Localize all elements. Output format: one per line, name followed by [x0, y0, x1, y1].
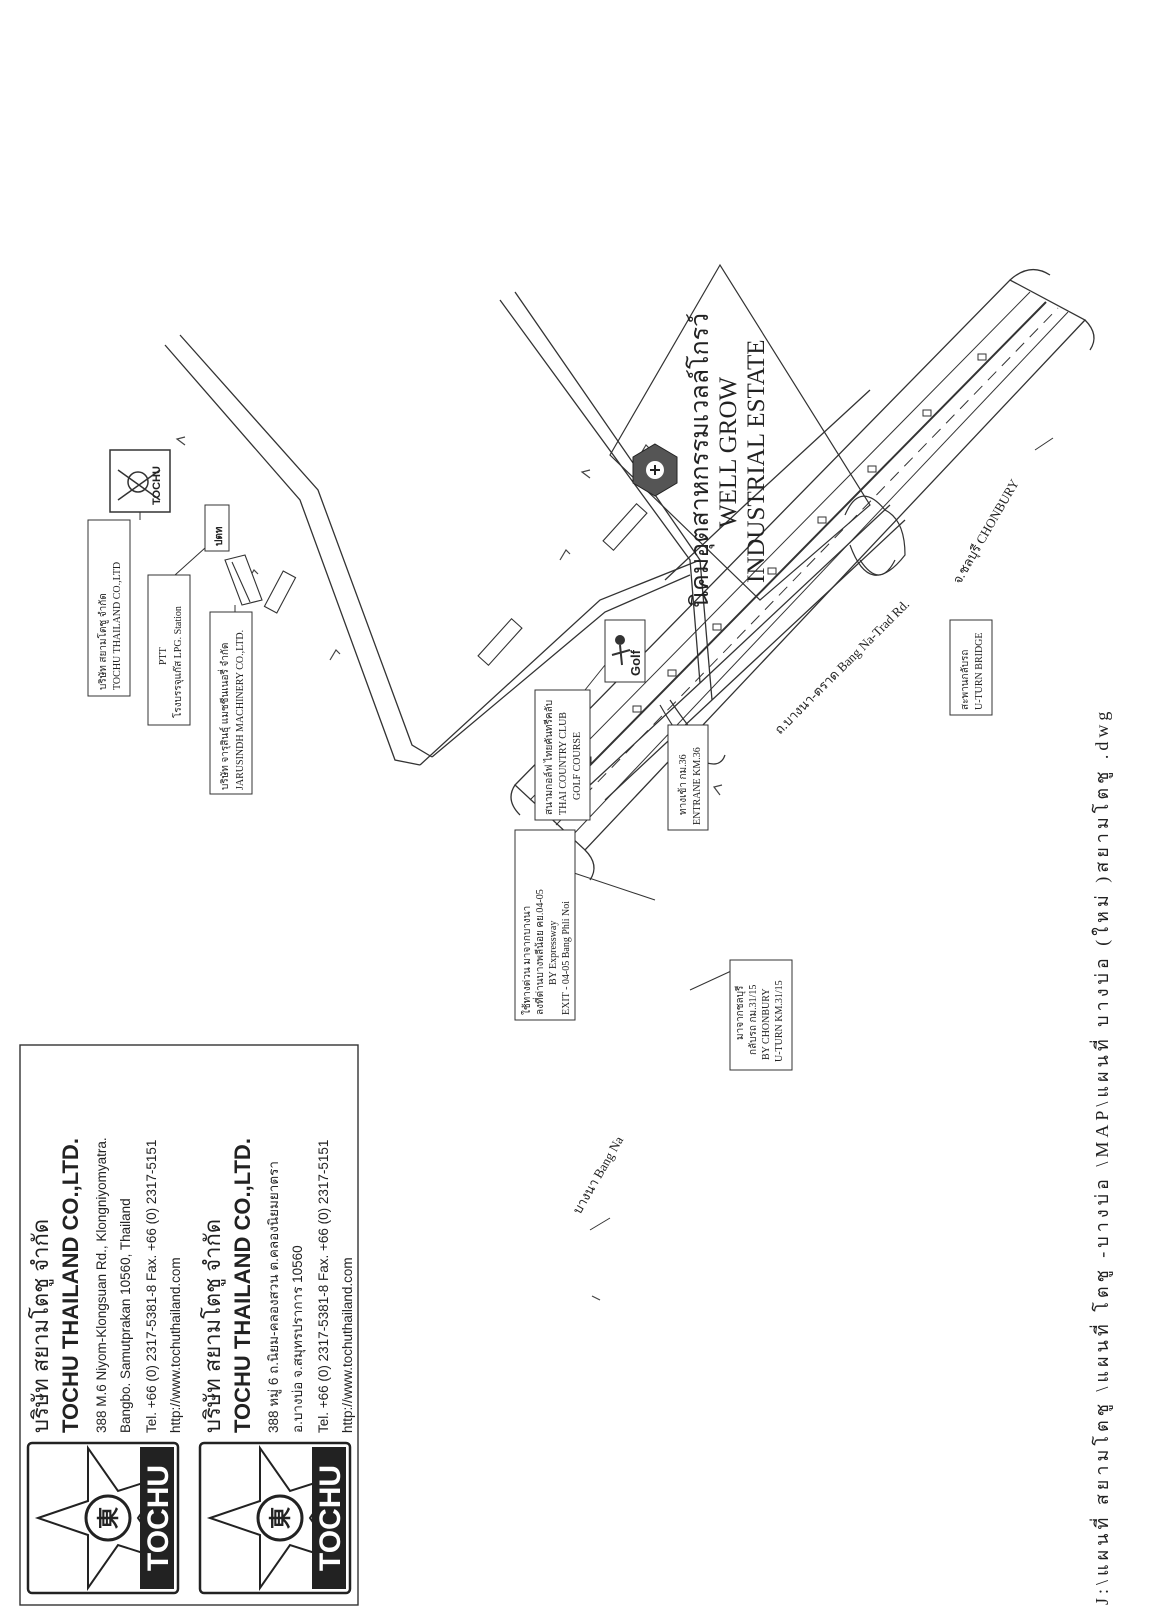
business-cards: 東 TOCHU บริษัท สยามโตชู จำกัด TOCHU THAI…: [19, 1044, 359, 1606]
ptt-station-marker: ปตท: [204, 504, 230, 552]
company-thai-name: บริษัท สยามโตชู จำกัด: [28, 1219, 54, 1433]
golf-thai-label: สนามกอล์ฟ ไทยคันทรีคลับ: [543, 700, 555, 815]
tochu-badge: TOCHU: [151, 466, 163, 505]
phone-fax: Tel. +66 (0) 2317-5381-8 Fax. +66 (0) 23…: [316, 1140, 331, 1433]
tochu-factory-marker: TOCHU: [109, 449, 171, 513]
business-card: 東 TOCHU บริษัท สยามโตชู จำกัด TOCHU THAI…: [26, 1137, 183, 1595]
golf-label-box: [534, 689, 591, 821]
to-chonbury-arrow-icon: [1034, 437, 1054, 451]
expressway-thai-label: ลงที่ด่านบางพลีน้อย คย.04-05: [532, 889, 546, 1015]
logo-text: TOCHU: [314, 1465, 347, 1571]
to-bangna-arrow-icon: [589, 1217, 611, 1231]
road-bridges: [263, 502, 648, 667]
phone-fax: Tel. +66 (0) 2317-5381-8 Fax. +66 (0) 23…: [144, 1140, 159, 1433]
tochu-logo: 東 TOCHU: [26, 1441, 180, 1595]
expressway-thai-label: ใช้ทางด่วน มาจากบางนา: [521, 906, 533, 1015]
website: http://www.tochuthailand.com: [168, 1257, 183, 1433]
u-turn-bridge-ramp: [844, 495, 906, 576]
bang-na-label: บางนา Bang Na: [570, 1133, 627, 1216]
estate-thai-name: นิคมอุตสาหกรรมเวลล์โกรว์: [685, 313, 715, 608]
golf-badge: Golf: [628, 649, 643, 676]
estate-name: WELL GROW: [715, 376, 742, 528]
local-roads: [164, 291, 906, 801]
tochu-logo: 東 TOCHU: [198, 1441, 352, 1595]
jarusindh-thai-label: บริษัท จารุสินธุ์ แมชชีนเนอรี่ จำกัด: [217, 643, 231, 790]
address-line: 388 M.6 Niyom-Klongsuan Rd., Klongniyomy…: [94, 1137, 109, 1433]
estate-logo-icon: [632, 443, 678, 497]
chonbury-en-label: BY CHONBURY: [761, 988, 772, 1060]
company-name: TOCHU THAILAND CO.,LTD.: [230, 1138, 255, 1433]
company-thai-name: บริษัท สยามโตชู จำกัด: [200, 1219, 226, 1433]
address-line: Bangbo. Samutprakan 10560, Thailand: [118, 1198, 133, 1433]
chonbury-thai-label: มาจากชลบุรี: [734, 985, 746, 1040]
tochu-label-box: [87, 519, 131, 697]
svg-text:東: 東: [268, 1507, 293, 1529]
uturn-bridge-label-box: [949, 619, 993, 716]
estate-name: INDUSTRIAL ESTATE: [743, 339, 770, 583]
chonbury-label: จ.ชลบุรี CHONBURY: [950, 476, 1023, 587]
company-name: TOCHU THAILAND CO.,LTD.: [58, 1138, 83, 1433]
expressway-en-label: BY Expressway: [548, 921, 559, 985]
file-path-footer: J:\แผนที่ สยามโตชู \แผนที่ โตชู -บางบ่อ …: [1089, 708, 1113, 1605]
road-arrows: [175, 436, 723, 1301]
uturn-bridge-en-label: U-TURN BRIDGE: [974, 633, 985, 711]
svg-text:東: 東: [96, 1507, 121, 1529]
jarusindh-label-box: [209, 611, 253, 795]
expressway-en-label: EXIT - 04-05 Bang Phli Noi: [561, 901, 572, 1015]
ptt-badge: ปตท: [213, 526, 225, 546]
ptt-thai-label: โรงบรรจุแก๊ส LPG. Station: [171, 606, 184, 718]
tochu-thai-label: บริษัท สยามโตชู จำกัด: [96, 593, 109, 690]
jarusindh-building: [224, 554, 263, 606]
address-line: อ.บางบ่อ จ.สมุทรปราการ 10560: [290, 1245, 306, 1433]
tochu-en-label: TOCHU THAILAND CO.,LTD: [112, 562, 123, 690]
bang-na-trad-highway: [510, 268, 1095, 881]
golf-en-label: GOLF COURSE: [572, 732, 583, 800]
entrance-label-box: [667, 724, 709, 831]
uturn-bridge-thai-label: สะพานกลับรถ: [960, 650, 971, 710]
well-grow-estate: นิคมอุตสาหกรรมเวลล์โกรว์ WELL GROW INDUS…: [609, 263, 871, 608]
logo-text: TOCHU: [142, 1465, 175, 1571]
address-line: 388 หมู่ 6 ถ.นิยม-คลองสวน ต.คลองนิยมยาตร…: [266, 1161, 282, 1433]
chonbury-uturn-label-box: [729, 959, 793, 1071]
golf-course-marker: Golf: [604, 619, 646, 683]
chonbury-thai-label: กลับรถ กม.31/15: [748, 985, 759, 1055]
website: http://www.tochuthailand.com: [340, 1257, 355, 1433]
ptt-label: PTT: [158, 647, 169, 665]
entrance-thai-label: ทางเข้า กม.36: [677, 754, 689, 815]
expressway-label-box: [514, 829, 576, 1021]
business-card: 東 TOCHU บริษัท สยามโตชู จำกัด TOCHU THAI…: [198, 1138, 355, 1595]
entrance-en-label: ENTRANE KM.36: [692, 747, 703, 825]
golf-en-label: THAI COUNTRY CLUB: [558, 712, 569, 815]
chonbury-en-label: U-TURN KM.31/15: [774, 980, 785, 1062]
ptt-label-box: [147, 574, 191, 726]
jarusindh-en-label: JARUSINDH MACHINERY CO.,LTD.: [235, 630, 246, 790]
